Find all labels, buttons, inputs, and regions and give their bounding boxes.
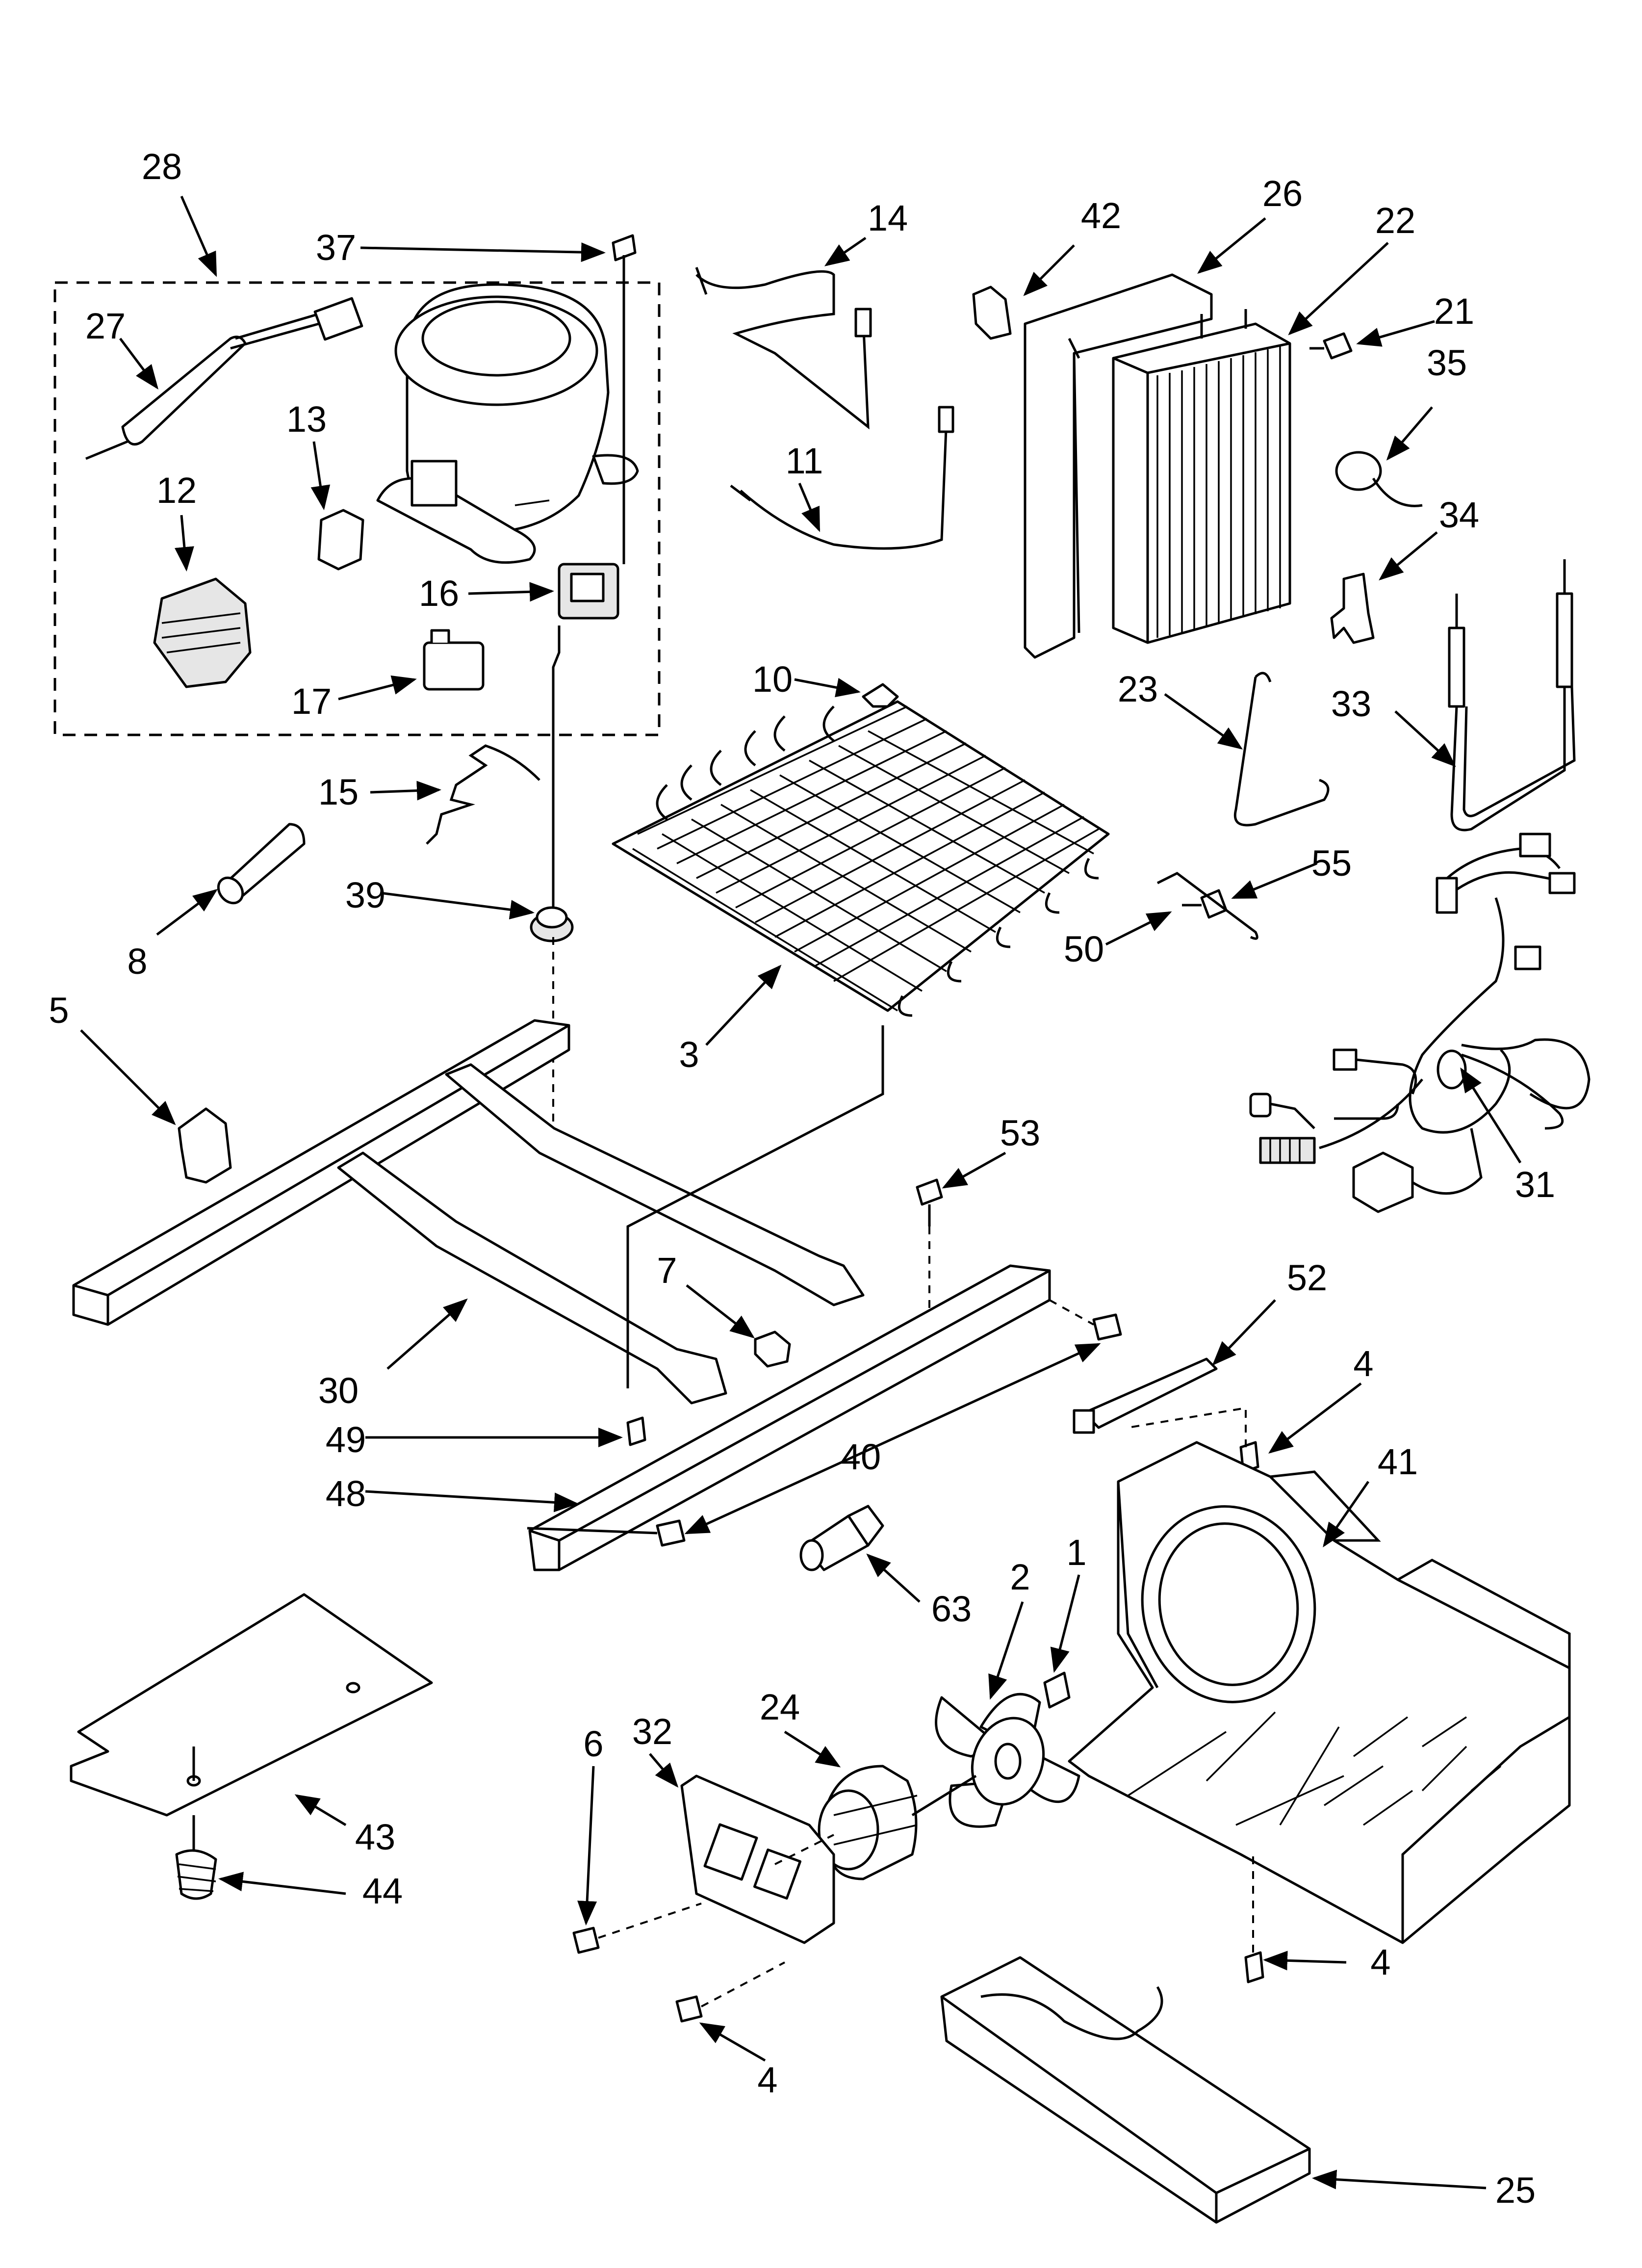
- screw-49-icon: [626, 1416, 646, 1446]
- screw-37-icon: [612, 234, 637, 275]
- callout-53: 53: [1000, 1113, 1040, 1153]
- overload-16-icon: [558, 563, 619, 620]
- screw-40-icon: [656, 1313, 1122, 1547]
- callout-10: 10: [752, 659, 793, 700]
- fan-motor-icon: [818, 1765, 977, 1880]
- bracket-1-icon: [1043, 1671, 1071, 1709]
- wire-harness-icon: [1249, 833, 1591, 1213]
- coil-3-icon: [612, 700, 1110, 1017]
- callout-26: 26: [1262, 173, 1303, 214]
- callout-30: 30: [318, 1370, 359, 1411]
- bumper-5-icon: [178, 1107, 232, 1184]
- callout-labels: 28 37 27 13 12 16 17 14 11 42 26 22 21 3…: [49, 146, 1555, 2211]
- callout-55: 55: [1311, 843, 1352, 884]
- bracket-50-icon: [1156, 872, 1258, 940]
- thermostat-35-icon: [1335, 451, 1423, 507]
- compressor-kit-box: [53, 281, 661, 736]
- screw-4b-icon: [675, 1995, 703, 2023]
- clip-10-icon: [862, 683, 899, 708]
- callout-6: 6: [583, 1723, 603, 1764]
- callout-12: 12: [156, 470, 197, 511]
- wire-15-icon: [426, 744, 540, 845]
- callout-23: 23: [1118, 669, 1158, 709]
- screw-6-icon: [572, 1927, 600, 1954]
- sleeve-8-icon: [217, 823, 306, 905]
- callout-37: 37: [316, 227, 356, 268]
- callout-4b: 4: [757, 2059, 777, 2100]
- callout-50: 50: [1064, 929, 1104, 969]
- clip-7-icon: [754, 1330, 791, 1368]
- capacitor-17-icon: [423, 629, 485, 691]
- callout-49: 49: [326, 1419, 366, 1460]
- callout-17: 17: [291, 681, 332, 722]
- callout-2: 2: [1010, 1557, 1030, 1597]
- clip-13-icon: [317, 509, 364, 571]
- bracket-34-icon: [1330, 573, 1375, 644]
- callout-35: 35: [1427, 342, 1467, 383]
- cover-26-icon: [1024, 273, 1213, 659]
- callout-43: 43: [355, 1817, 395, 1857]
- rail-assembly-30-icon: [72, 1019, 865, 1405]
- callout-27: 27: [85, 306, 126, 346]
- callout-16: 16: [419, 573, 459, 614]
- callout-7: 7: [657, 1250, 677, 1291]
- callout-24: 24: [760, 1687, 800, 1727]
- callout-11: 11: [786, 441, 823, 481]
- callout-33: 33: [1331, 683, 1371, 724]
- spring-44-icon: [175, 1849, 217, 1900]
- cover-plate-43-icon: [70, 1593, 433, 1817]
- clip-42-icon: [972, 286, 1012, 340]
- callout-42: 42: [1081, 195, 1121, 236]
- grommet-39-icon: [530, 906, 574, 942]
- callout-40: 40: [841, 1436, 881, 1477]
- callout-14: 14: [868, 198, 908, 238]
- callout-63: 63: [931, 1589, 972, 1629]
- callout-32: 32: [632, 1711, 672, 1752]
- callout-44: 44: [362, 1871, 403, 1911]
- tube-11-icon: [740, 417, 948, 550]
- coupler-63-icon: [799, 1505, 884, 1571]
- callout-5: 5: [49, 990, 69, 1031]
- callout-52: 52: [1287, 1257, 1327, 1298]
- callout-22: 22: [1375, 200, 1415, 241]
- callout-41: 41: [1378, 1441, 1418, 1482]
- callout-28: 28: [142, 146, 182, 187]
- callout-21: 21: [1434, 291, 1474, 332]
- callout-34: 34: [1439, 495, 1479, 535]
- callout-4c: 4: [1370, 1942, 1390, 1982]
- callout-15: 15: [318, 772, 359, 812]
- screw-4c-icon: [1244, 1951, 1264, 1983]
- compressor-icon: [376, 283, 639, 564]
- callout-1: 1: [1066, 1532, 1086, 1573]
- callout-31: 31: [1515, 1164, 1555, 1205]
- callout-13: 13: [286, 399, 327, 440]
- tube-14-icon: [695, 270, 870, 430]
- callout-8: 8: [127, 941, 147, 982]
- cable-tie-52-icon: [1073, 1357, 1218, 1434]
- condenser-coil-icon: [1112, 309, 1291, 644]
- screw-53-icon: [916, 1178, 943, 1226]
- callout-3: 3: [679, 1034, 699, 1075]
- callout-25: 25: [1495, 2170, 1536, 2211]
- drain-pan-icon: [940, 1956, 1311, 2224]
- callout-48: 48: [326, 1473, 366, 1514]
- callout-4a: 4: [1353, 1343, 1373, 1384]
- relay-12-icon: [153, 577, 252, 688]
- leader-lines: [80, 195, 1522, 2190]
- base-41-icon: [1068, 1441, 1571, 1944]
- tube-33-icon: [1448, 559, 1576, 832]
- wire-23-icon: [1234, 677, 1330, 827]
- screw-21-icon: [1309, 332, 1353, 360]
- fan-blade-icon: [935, 1693, 1080, 1828]
- callout-39: 39: [345, 875, 385, 915]
- filter-drier-icon: [85, 297, 363, 460]
- bracket-32-icon: [680, 1774, 835, 1944]
